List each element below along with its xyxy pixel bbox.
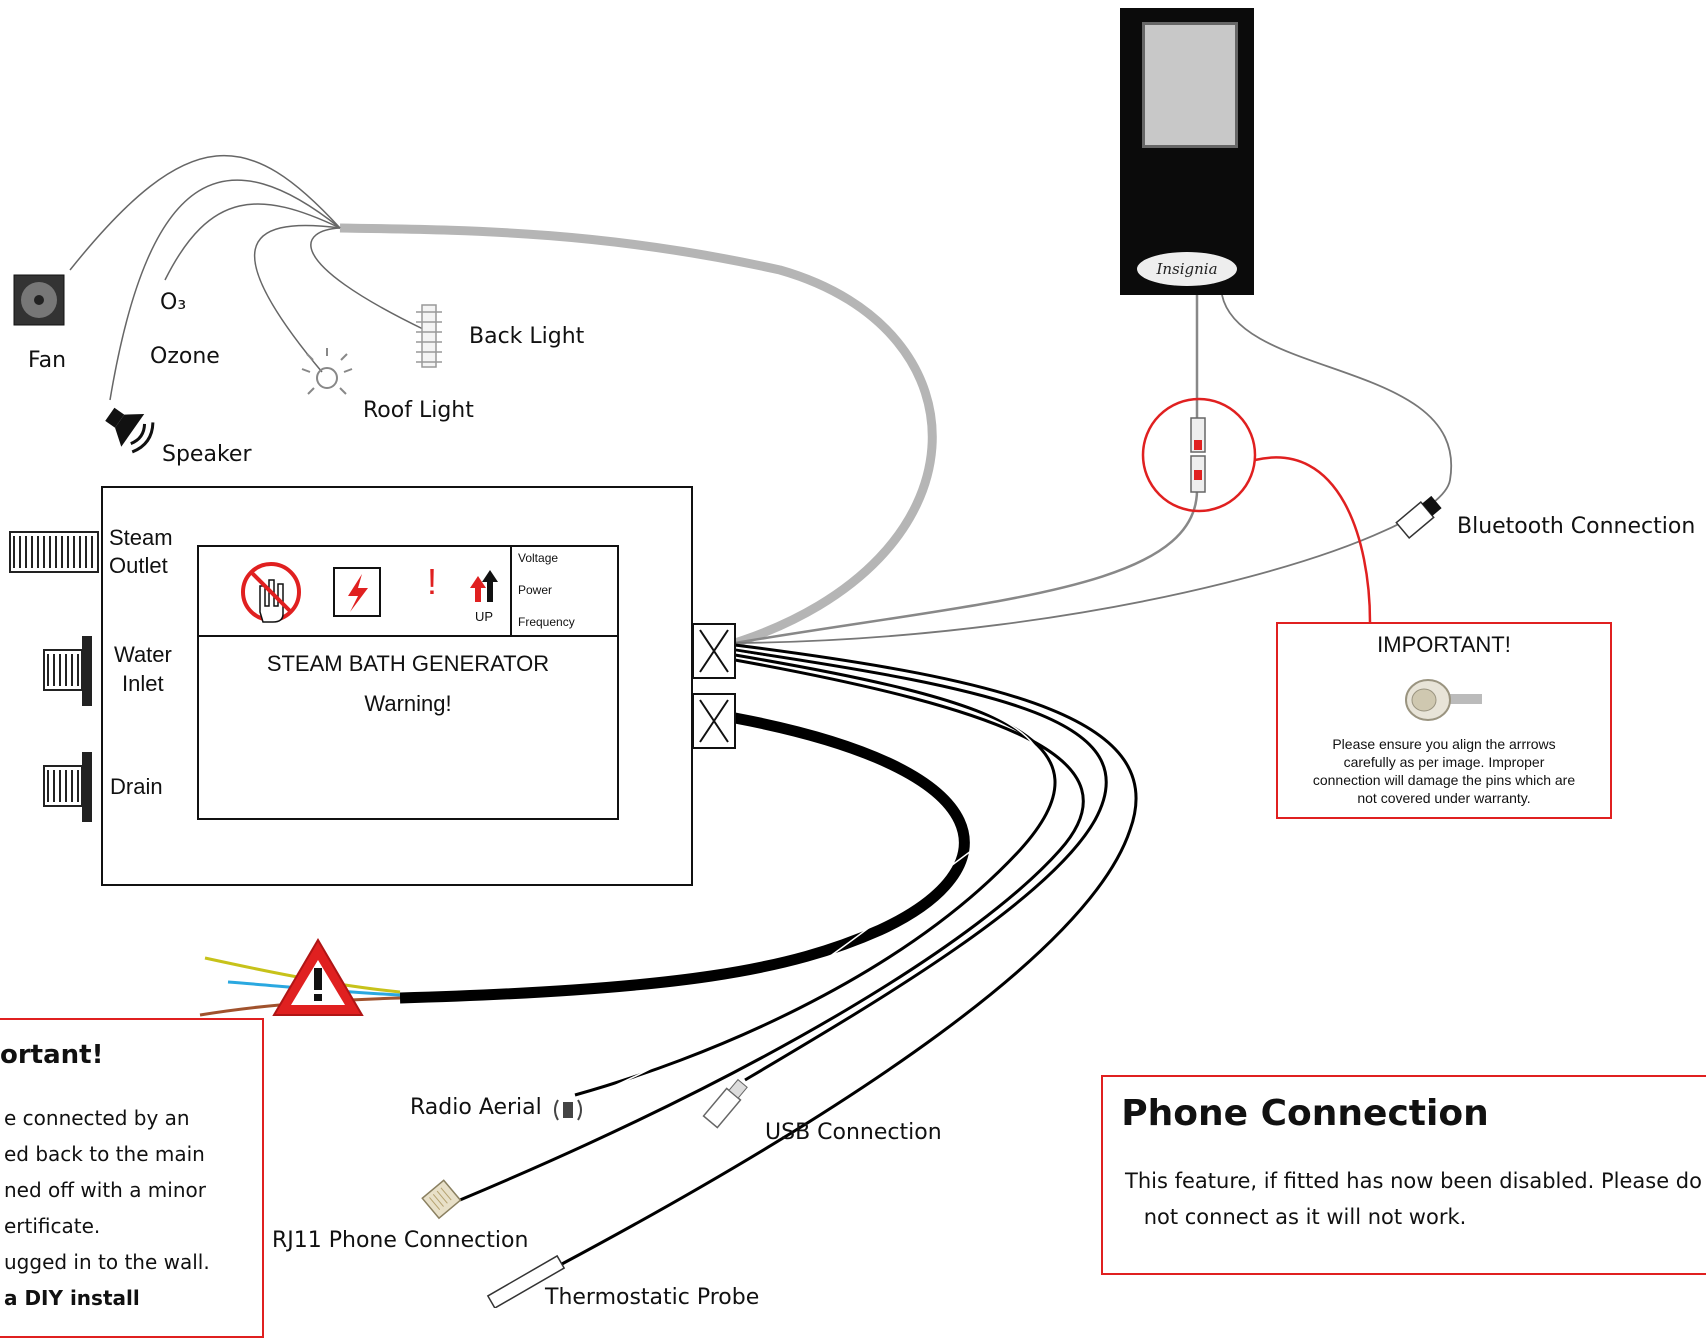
- panel-divider-horizontal: [199, 635, 617, 637]
- controller-connector: [1190, 417, 1206, 493]
- important-title: IMPORTANT!: [1377, 632, 1511, 657]
- rj11-label: RJ11 Phone Connection: [272, 1228, 529, 1253]
- wiring-diagram: [9, 154, 1453, 1308]
- left-note-line-3: ned off with a minor: [4, 1178, 206, 1202]
- grey-harness-cable: [339, 223, 937, 648]
- left-note-bold: a DIY install: [4, 1286, 140, 1310]
- port-fittings: [9, 531, 99, 822]
- roof-light-label: Roof Light: [363, 398, 474, 423]
- panel-divider-vertical: [510, 547, 512, 635]
- connector-callout-line: [1254, 456, 1372, 623]
- water-inlet-label-1: Water: [114, 642, 172, 667]
- steam-outlet-label-1: Steam: [109, 525, 173, 550]
- important-line-2: carefully as per image. Improper: [1343, 754, 1545, 770]
- drain-label: Drain: [110, 774, 163, 799]
- usb-label: USB Connection: [765, 1120, 942, 1145]
- usb-plug-icon: [702, 1078, 748, 1129]
- left-note-line-4: ertificate.: [4, 1214, 101, 1238]
- left-note-title: ortant!: [0, 1040, 104, 1070]
- caution-exclamation: !: [427, 561, 438, 602]
- bluetooth-dongle-icon: [1395, 495, 1442, 540]
- generator-title: STEAM BATH GENERATOR: [266, 651, 550, 676]
- speaker-icon: [105, 407, 155, 454]
- black-cables: [399, 643, 1138, 1267]
- important-line-4: not covered under warranty.: [1357, 790, 1531, 806]
- phone-line-2: not connect as it will not work.: [1143, 1205, 1467, 1229]
- insignia-logo: Insignia: [1137, 252, 1237, 286]
- thermostatic-probe-icon: [486, 1254, 566, 1308]
- phone-line-1: This feature, if fitted has now been dis…: [1125, 1169, 1702, 1193]
- bulb-icon: [301, 348, 353, 395]
- no-touch-icon: [241, 562, 301, 623]
- phone-connection-note: Phone Connection This feature, if fitted…: [1101, 1075, 1706, 1275]
- high-voltage-icon: [333, 567, 381, 617]
- steam-generator-box: ! UP Voltage Power Frequency STEAM BATH …: [101, 486, 693, 886]
- controller-cable: [734, 295, 1199, 645]
- important-line-3: connection will damage the pins which ar…: [1312, 772, 1576, 788]
- electrical-install-note: ortant! e connected by an ed back to the…: [0, 1018, 264, 1338]
- electrical-warning-icon: [272, 938, 364, 1016]
- important-connector-note: IMPORTANT! Please ensure you align the a…: [1276, 622, 1612, 819]
- generator-label-panel: ! UP Voltage Power Frequency STEAM BATH …: [197, 545, 619, 820]
- generator-warning: Warning!: [364, 691, 452, 716]
- ozone-label: Ozone: [150, 344, 220, 369]
- this-way-up-icon: [470, 570, 498, 602]
- control-panel-screen: [1142, 22, 1238, 148]
- steam-outlet-label-2: Outlet: [109, 553, 168, 578]
- spec-power: Power: [518, 583, 553, 597]
- spec-frequency: Frequency: [518, 615, 575, 629]
- fan-icon: [13, 274, 65, 326]
- probe-label: Thermostatic Probe: [545, 1285, 760, 1310]
- ozone-symbol: O₃: [160, 290, 187, 315]
- up-label: UP: [475, 609, 494, 624]
- left-note-line-1: e connected by an: [4, 1106, 190, 1130]
- connector-plug-icon: [1405, 679, 1482, 721]
- left-note-line-2: ed back to the main: [4, 1142, 205, 1166]
- spec-voltage: Voltage: [518, 551, 559, 565]
- radio-aerial-icon: [554, 1099, 582, 1121]
- phone-title: Phone Connection: [1121, 1093, 1489, 1134]
- water-inlet-label-2: Inlet: [122, 671, 164, 696]
- left-note-line-5: ugged in to the wall.: [4, 1250, 210, 1274]
- important-line-1: Please ensure you align the arrrows: [1332, 736, 1556, 752]
- radio-aerial-label: Radio Aerial: [410, 1095, 542, 1120]
- speaker-label: Speaker: [162, 442, 252, 467]
- led-strip-icon: [416, 304, 442, 368]
- fan-label: Fan: [28, 348, 67, 373]
- bluetooth-label: Bluetooth Connection: [1457, 514, 1696, 539]
- control-panel-device: Insignia: [1120, 8, 1254, 295]
- back-light-label: Back Light: [469, 324, 585, 349]
- rj11-plug-icon: [421, 1179, 462, 1220]
- connector-highlight-circle: [1141, 397, 1257, 513]
- bluetooth-cable: [734, 294, 1453, 644]
- generator-connectors: [692, 623, 736, 749]
- component-wires: [69, 154, 426, 401]
